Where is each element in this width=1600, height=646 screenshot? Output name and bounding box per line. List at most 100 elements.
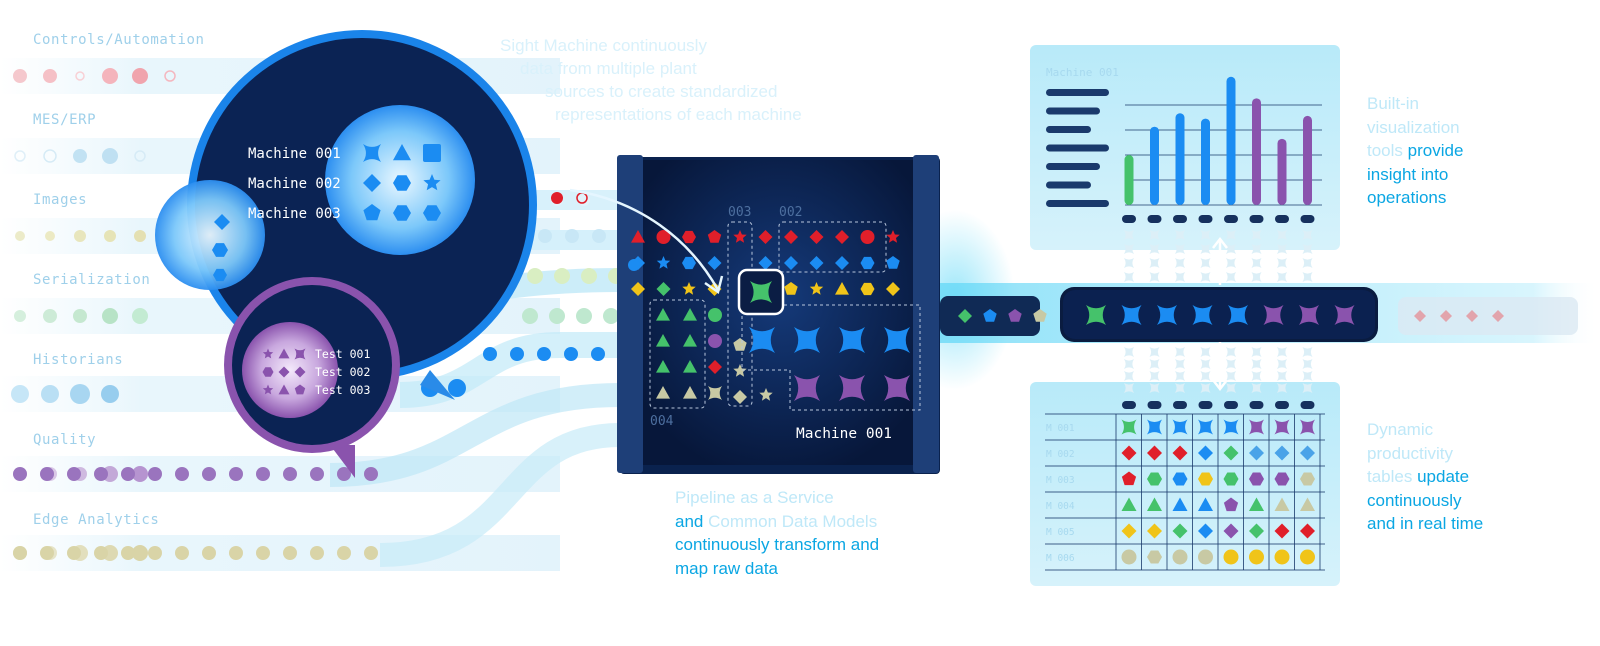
table-col-header <box>1147 401 1162 409</box>
chart-row-label <box>1046 107 1100 115</box>
pipeline-shape-icon <box>809 230 824 244</box>
table-cell-icon <box>1223 549 1239 565</box>
source-label-serialization: Serialization <box>33 272 151 288</box>
connector-shape-icon <box>1200 244 1211 254</box>
chart-bar <box>1175 113 1185 205</box>
connector-shape-icon <box>1251 230 1262 240</box>
data-dot <box>549 308 565 324</box>
connector-shape-icon <box>1302 383 1313 393</box>
connector-shape-icon <box>1251 347 1262 357</box>
lens-shape-icon <box>262 367 274 377</box>
viz-callout-highlight: visualization <box>1367 117 1460 137</box>
tables-callout-text: update <box>1412 467 1470 486</box>
connector-shape-icon <box>1124 371 1134 381</box>
pipeline-shape-icon <box>682 230 696 244</box>
processed-shape-icon <box>1263 305 1284 325</box>
data-dot <box>310 467 324 481</box>
top-callout-line: representations of each machine <box>555 105 802 124</box>
pipeline-machine-label: Machine 001 <box>796 426 892 442</box>
chart-bar <box>1226 76 1236 205</box>
pipeline-callout-highlight: Pipeline as a Service <box>675 488 834 507</box>
table-cell-icon <box>1300 549 1315 565</box>
lens-shape-icon <box>423 174 441 191</box>
connector-shape-icon <box>1277 347 1287 357</box>
table-cell-icon <box>1147 419 1162 435</box>
connector-shape-icon <box>1277 244 1287 254</box>
connector-shape-icon <box>1175 258 1185 268</box>
incoming-shape-icon <box>1008 309 1022 322</box>
group-label: 004 <box>650 414 674 429</box>
data-dot <box>537 347 551 361</box>
processed-shape-icon <box>1157 305 1177 325</box>
tables-callout: Dynamic productivity tables update conti… <box>1367 418 1567 536</box>
lens-shape-icon <box>278 384 290 395</box>
pipeline-shape-icon <box>784 256 798 270</box>
table-cell-icon <box>1249 472 1264 486</box>
data-dot <box>132 466 148 482</box>
outgoing-shape-icon <box>1414 310 1426 322</box>
connector-shape-icon <box>1149 347 1160 357</box>
lens-shape-icon <box>294 366 306 378</box>
pipeline-shape-icon <box>656 256 671 269</box>
data-dot <box>121 467 135 481</box>
group-label: 003 <box>728 205 751 220</box>
group-outline <box>649 299 706 409</box>
connector-shape-icon <box>1124 258 1134 268</box>
table-cell-icon <box>1198 523 1213 539</box>
pipeline-shape-icon <box>860 230 875 244</box>
pipeline-shape-icon <box>758 230 773 244</box>
connector-shape-icon <box>1277 272 1287 282</box>
chart-x-tick <box>1224 215 1238 223</box>
table-cell-icon <box>1300 472 1315 486</box>
table-cell-icon <box>1249 549 1264 565</box>
data-dot <box>45 231 55 241</box>
processed-shape-icon <box>1121 305 1142 325</box>
data-dot <box>283 546 297 560</box>
data-dot <box>310 546 324 560</box>
chart-bar <box>1252 98 1261 205</box>
data-dot <box>202 467 216 481</box>
pipeline-shape-icon <box>656 308 670 321</box>
pipeline-shape-icon <box>683 360 697 373</box>
connector-shape-icon <box>1277 383 1287 393</box>
pipeline-shape-icon <box>884 375 910 401</box>
processed-shape-icon <box>1192 305 1213 325</box>
pipeline-shape-icon <box>839 327 865 353</box>
table-cell-icon <box>1172 445 1188 461</box>
connector-shape-icon <box>1226 383 1236 393</box>
data-dot <box>134 230 146 242</box>
table-col-header <box>1275 401 1289 409</box>
data-dot <box>67 546 81 560</box>
lens-shape-icon <box>262 348 274 359</box>
pipeline-shape-icon <box>708 360 722 374</box>
table-cell-icon <box>1121 549 1137 565</box>
table-cell-icon <box>1300 497 1315 511</box>
panel-connectors <box>1124 230 1313 393</box>
connector-shape-icon <box>1302 371 1313 381</box>
connector-shape-icon <box>1124 244 1134 254</box>
chart-row-label <box>1046 144 1109 152</box>
pipeline-callout-text: continuously transform and <box>675 535 880 554</box>
table-cell-icon <box>1249 523 1264 539</box>
outgoing-shape-icon <box>1440 310 1452 322</box>
pipeline-callout-text: map raw data <box>675 558 778 578</box>
table-cell-icon <box>1172 419 1188 435</box>
pipeline-callout: Pipeline as a Service and Common Data Mo… <box>675 486 935 580</box>
incoming-shape-icon <box>958 309 972 323</box>
source-label-controls: Controls/Automation <box>33 32 205 48</box>
pipeline-shape-icon <box>708 386 722 400</box>
data-dot <box>256 467 270 481</box>
connector-shape-icon <box>1251 272 1262 282</box>
lens-machine-label: Machine 002 <box>248 176 341 192</box>
connector-shape-icon <box>1175 347 1185 357</box>
table-cell-icon <box>1274 523 1290 539</box>
viz-callout: Built-in visualization tools provide ins… <box>1367 92 1567 210</box>
table-row-label: M 004 <box>1046 501 1075 512</box>
pipeline-shape-icon <box>758 256 773 270</box>
data-dot <box>132 68 148 84</box>
table-row-label: M 002 <box>1046 449 1075 460</box>
data-dot <box>73 309 87 323</box>
table-cell-icon <box>1198 472 1213 486</box>
lens-test-label: Test 001 <box>315 347 370 361</box>
connector-shape-icon <box>1302 347 1313 357</box>
